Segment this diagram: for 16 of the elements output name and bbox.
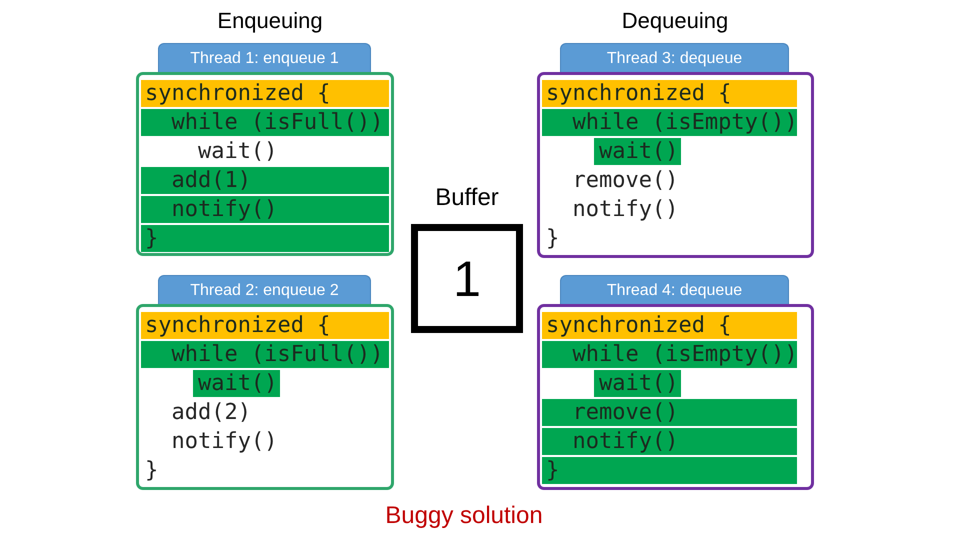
thread-tab: Thread 4: dequeue [560, 275, 789, 304]
code-line: notify() [572, 196, 678, 223]
buffer-label: Buffer [434, 183, 500, 213]
code-line: } [145, 457, 158, 484]
code-line: add(2) [171, 399, 251, 426]
buffer-value: 1 [452, 251, 482, 307]
caption-text: Buggy solution [384, 501, 544, 531]
column-heading: Dequeuing [620, 7, 730, 35]
thread-tab: Thread 2: enqueue 2 [158, 275, 371, 304]
thread-tab: Thread 3: dequeue [560, 43, 789, 72]
thread-tab: Thread 1: enqueue 1 [158, 43, 371, 72]
code-line: } [546, 225, 560, 252]
code-line: wait() [198, 138, 278, 165]
code-line: notify() [171, 428, 278, 455]
column-heading: Enqueuing [216, 7, 324, 35]
code-line: remove() [572, 167, 678, 194]
